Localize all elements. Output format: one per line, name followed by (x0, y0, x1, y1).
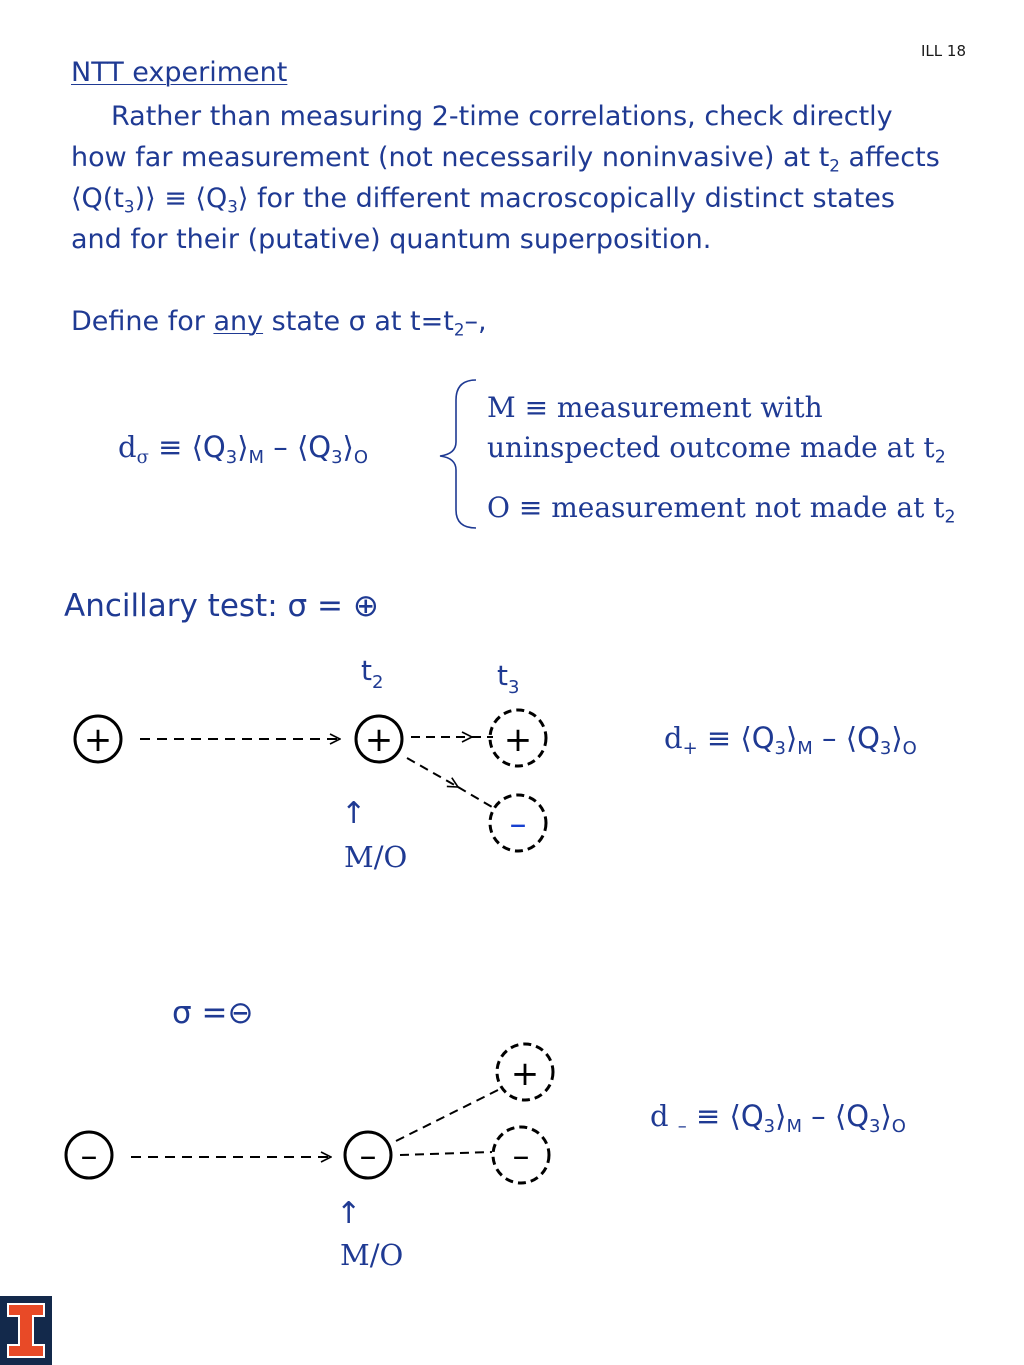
slide-number: ILL 18 (921, 42, 966, 60)
middle-plus-state: + (354, 714, 404, 764)
svg-text:+: + (365, 720, 394, 760)
svg-text:–: – (513, 1136, 530, 1176)
svg-text:–: – (81, 1136, 98, 1176)
outcome-minus-state: – (488, 793, 548, 853)
curly-brace (439, 379, 477, 529)
d-minus-formula: d – ≡ ⟨Q3⟩M – ⟨Q3⟩O (650, 1099, 906, 1137)
intro-line-4: and for their (putative) quantum superpo… (71, 224, 712, 255)
any-underlined: any (213, 306, 264, 337)
m-definition-line-2: uninspected outcome made at t2 (487, 431, 946, 468)
middle-minus-state: – (343, 1130, 393, 1180)
arrow-up-2: ↑ (336, 1196, 362, 1231)
block-i-logo-icon (0, 1296, 52, 1365)
line-middle-to-plus-2 (395, 1089, 499, 1142)
mo-label-1: M/O (344, 840, 408, 874)
line-middle-to-minus-2 (399, 1151, 493, 1156)
svg-text:+: + (511, 1054, 540, 1094)
svg-text:+: + (84, 720, 113, 760)
d-sigma-formula: dσ ≡ ⟨Q3⟩M – ⟨Q3⟩O (118, 430, 369, 468)
t3-label: t3 (497, 659, 519, 698)
ancillary-test-heading: Ancillary test: σ = ⊕ (64, 588, 379, 624)
arrow-tail-to-minus (457, 786, 493, 808)
outcome-minus-state-2: – (491, 1125, 551, 1185)
start-minus-state: – (64, 1130, 114, 1180)
d-plus-formula: d+ ≡ ⟨Q3⟩M – ⟨Q3⟩O (664, 721, 917, 759)
diagram-plus: t2 t3 + + + – (73, 654, 548, 853)
intro-line-1: Rather than measuring 2-time correlation… (111, 101, 893, 132)
intro-paragraph: Rather than measuring 2-time correlation… (71, 96, 940, 260)
slide-title: NTT experiment (71, 57, 288, 88)
arrow-middle-to-minus (406, 757, 458, 787)
t2-label: t2 (361, 654, 383, 693)
start-plus-state: + (73, 714, 123, 764)
o-definition-line: O ≡ measurement not made at t2 (487, 491, 956, 528)
definitions-block: M ≡ measurement with uninspected outcome… (487, 388, 956, 528)
diagram-minus: – – + – (64, 1042, 555, 1185)
define-line: Define for any state σ at t=t2–, (71, 306, 487, 340)
svg-text:+: + (504, 720, 533, 760)
svg-text:–: – (360, 1136, 377, 1176)
mo-label-2: M/O (340, 1238, 404, 1272)
svg-text:–: – (510, 804, 527, 844)
intro-line-3: ⟨Q(t3)⟩ ≡ ⟨Q3⟩ for the different macrosc… (71, 183, 895, 217)
m-definition-line-1: M ≡ measurement with (487, 391, 823, 424)
outcome-plus-state-2: + (495, 1042, 555, 1102)
sigma-minus-heading: σ =⊖ (172, 995, 254, 1031)
outcome-plus-state: + (488, 708, 548, 768)
arrow-up-1: ↑ (341, 796, 367, 831)
intro-line-2: how far measurement (not necessarily non… (71, 142, 940, 176)
